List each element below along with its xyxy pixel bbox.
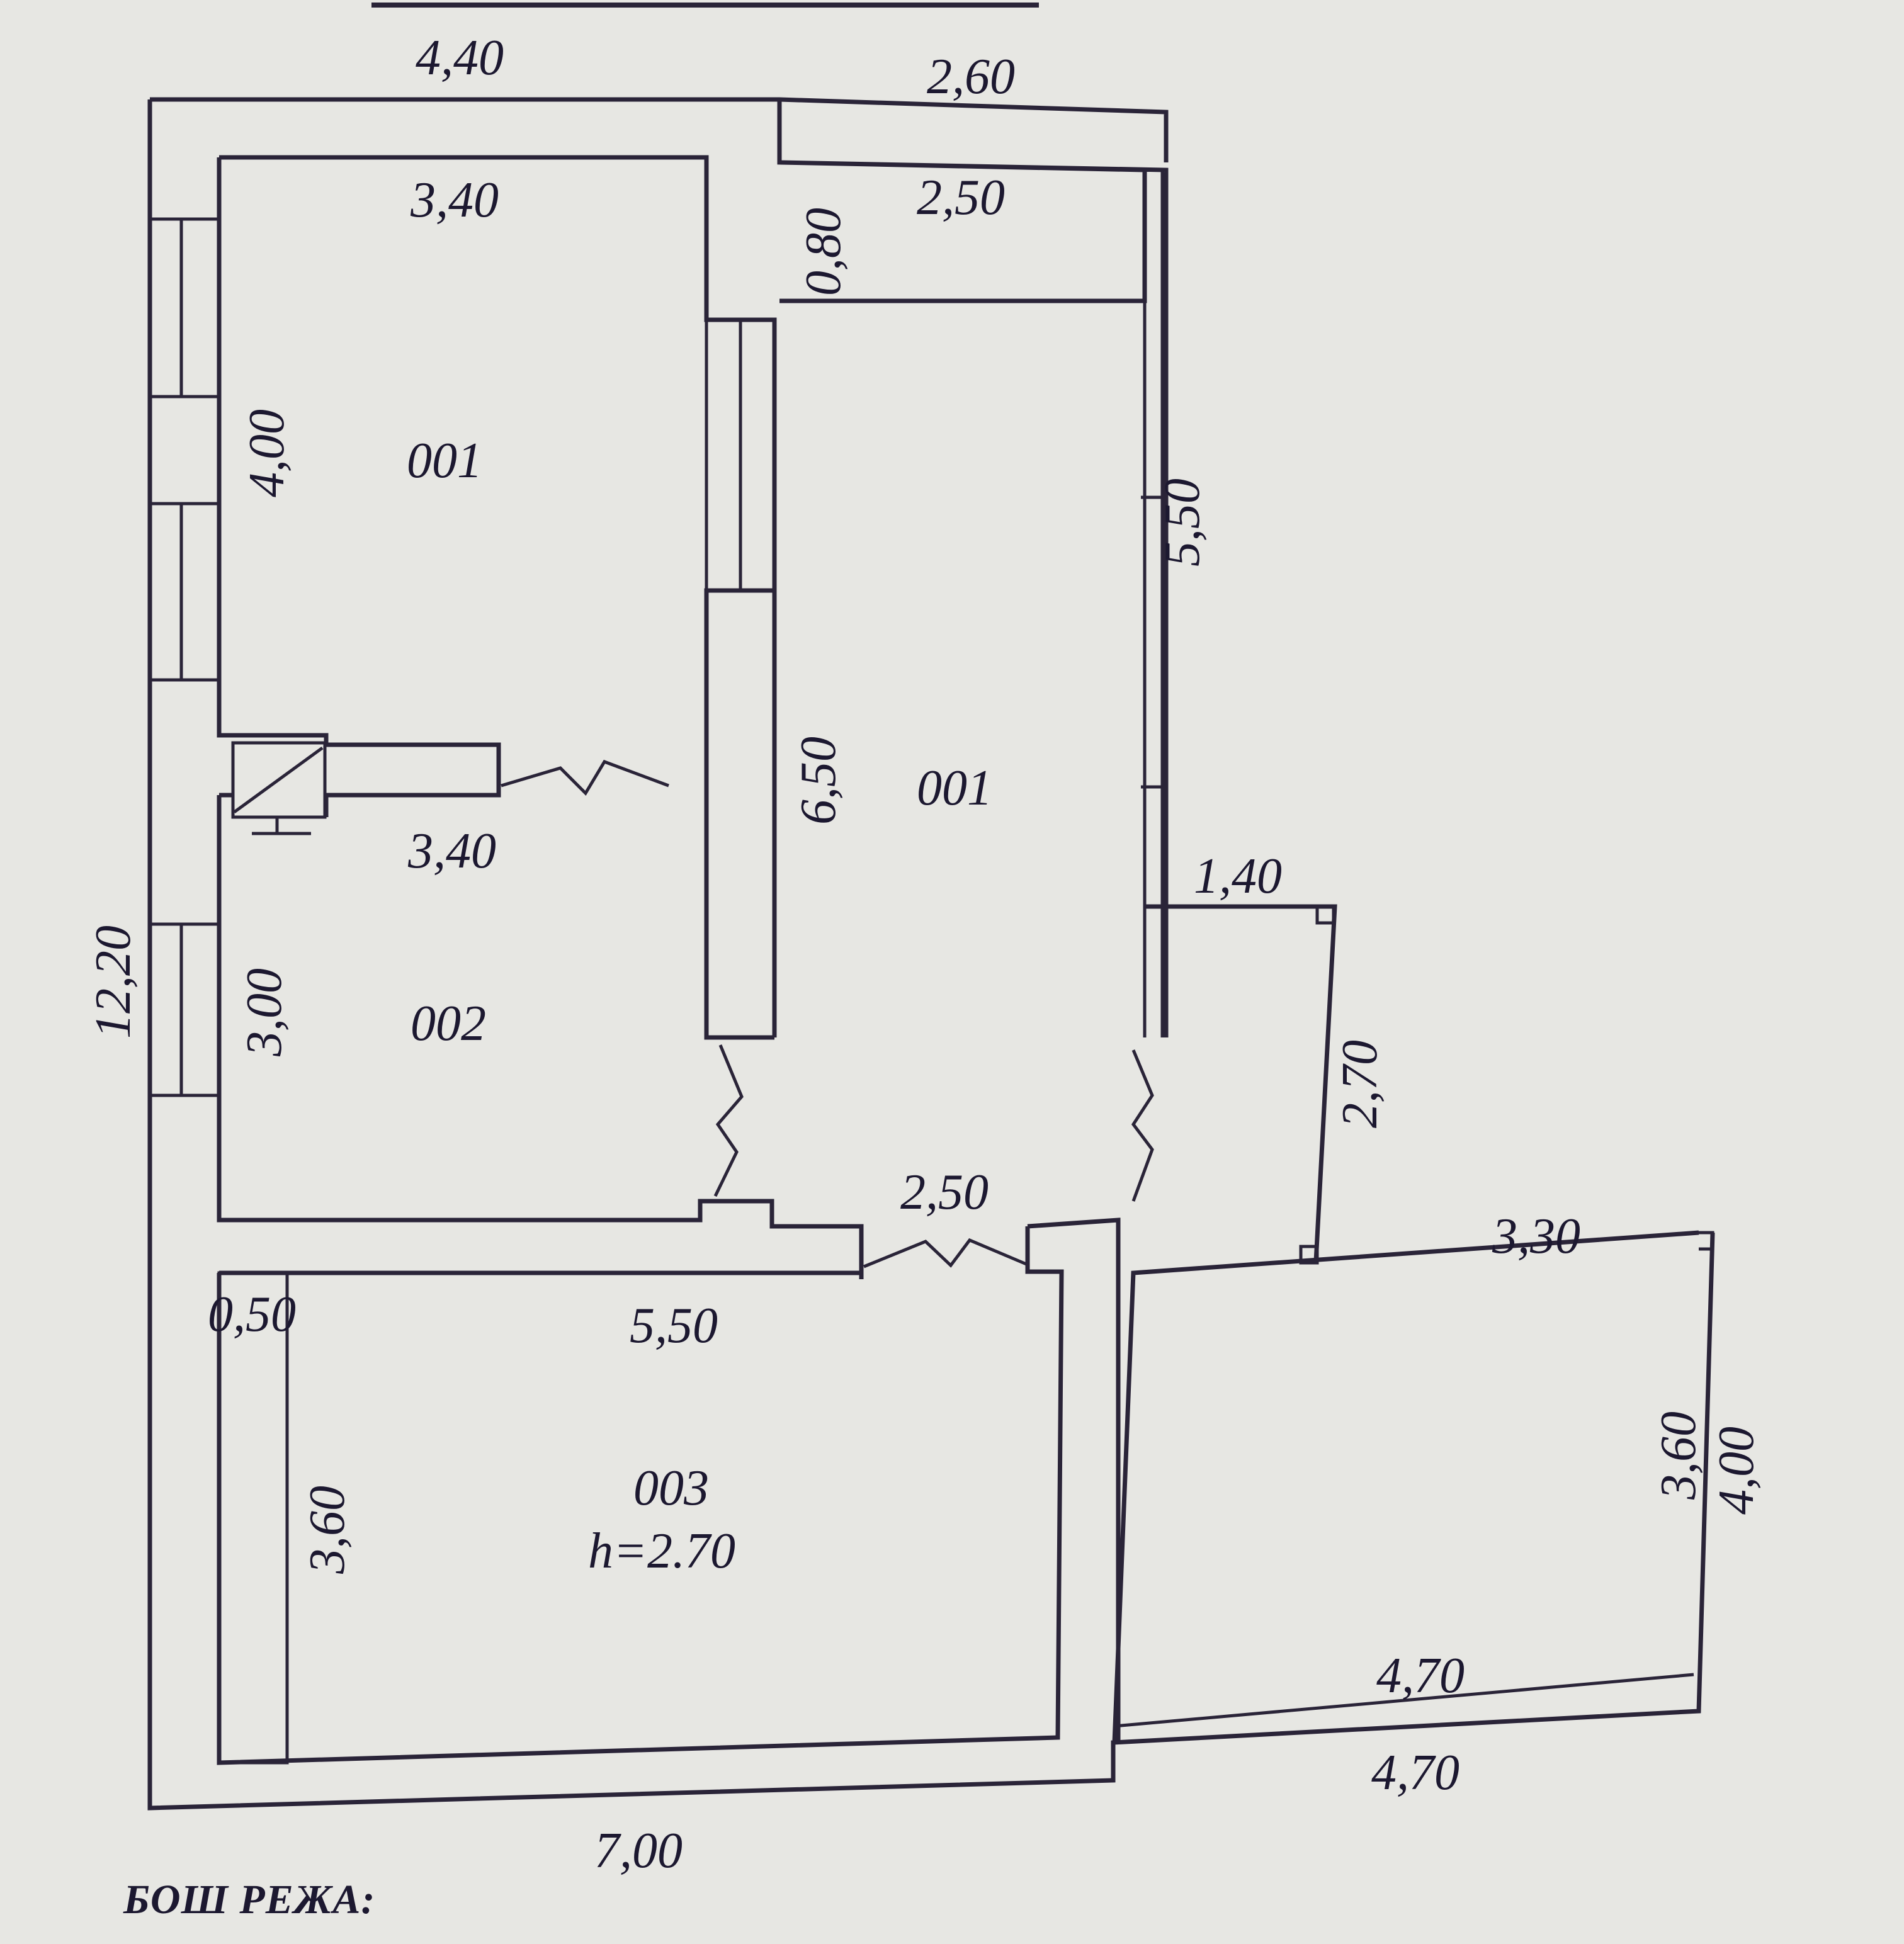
shaft-diagonal [233, 746, 324, 814]
closet-corner [1315, 905, 1335, 925]
room-001-left-walls [217, 155, 864, 1279]
dim-door-width: 2,50 [900, 1165, 989, 1220]
dim-room3-height: 3,60 [300, 1486, 355, 1574]
dim-closet-width: 1,40 [1194, 849, 1282, 904]
outer-wall [147, 97, 1715, 1811]
dim-balcony-top: 3,30 [1492, 1209, 1580, 1264]
room-003-height-label: h=2.70 [588, 1523, 735, 1579]
dim-corridor-top: 2,50 [917, 170, 1005, 225]
plan-caption: БОШ РЕЖА: [123, 1877, 376, 1923]
dim-room1-top: 3,40 [410, 172, 499, 228]
dim-balcony-inner-height: 3,60 [1651, 1411, 1706, 1500]
dim-top-right-width: 2,60 [927, 49, 1015, 105]
dim-room3-wall-offset: 0,50 [208, 1287, 296, 1342]
room-001-left-label: 001 [407, 433, 482, 489]
closet-walls [1146, 904, 1337, 1262]
shaft-box [231, 741, 327, 819]
dim-top-left-width: 4,40 [416, 30, 504, 86]
dim-bottom-width: 7,00 [594, 1823, 683, 1879]
doors [501, 759, 1154, 1269]
room-003-built-in [217, 1271, 289, 1765]
closet-corner-2 [1299, 1245, 1319, 1265]
dim-partition-length: 6,50 [791, 737, 846, 825]
dim-right-wall: 5,50 [1155, 478, 1210, 567]
room-003-label: 003 [633, 1461, 709, 1516]
dim-room1-height: 4,00 [239, 409, 295, 497]
dim-room2-height: 3,00 [237, 968, 292, 1057]
dim-total-height: 12,20 [86, 925, 141, 1039]
dim-balcony-outer-bottom: 4,70 [1371, 1745, 1459, 1800]
room-001-right-label: 001 [917, 760, 992, 816]
dim-balcony-outer-height: 4,00 [1709, 1427, 1764, 1515]
right-glazing [1141, 170, 1166, 1037]
dim-closet-height: 2,70 [1332, 1040, 1388, 1128]
room-002-label: 002 [411, 996, 486, 1051]
dim-corridor-depth: 0,80 [796, 208, 851, 296]
left-windows [148, 217, 221, 1097]
dim-room3-width: 5,50 [630, 1298, 718, 1353]
balcony-inner [1114, 1231, 1714, 1728]
dim-balcony-inner-bottom: 4,70 [1376, 1648, 1465, 1704]
dim-room1-bottom: 3,40 [407, 823, 496, 879]
